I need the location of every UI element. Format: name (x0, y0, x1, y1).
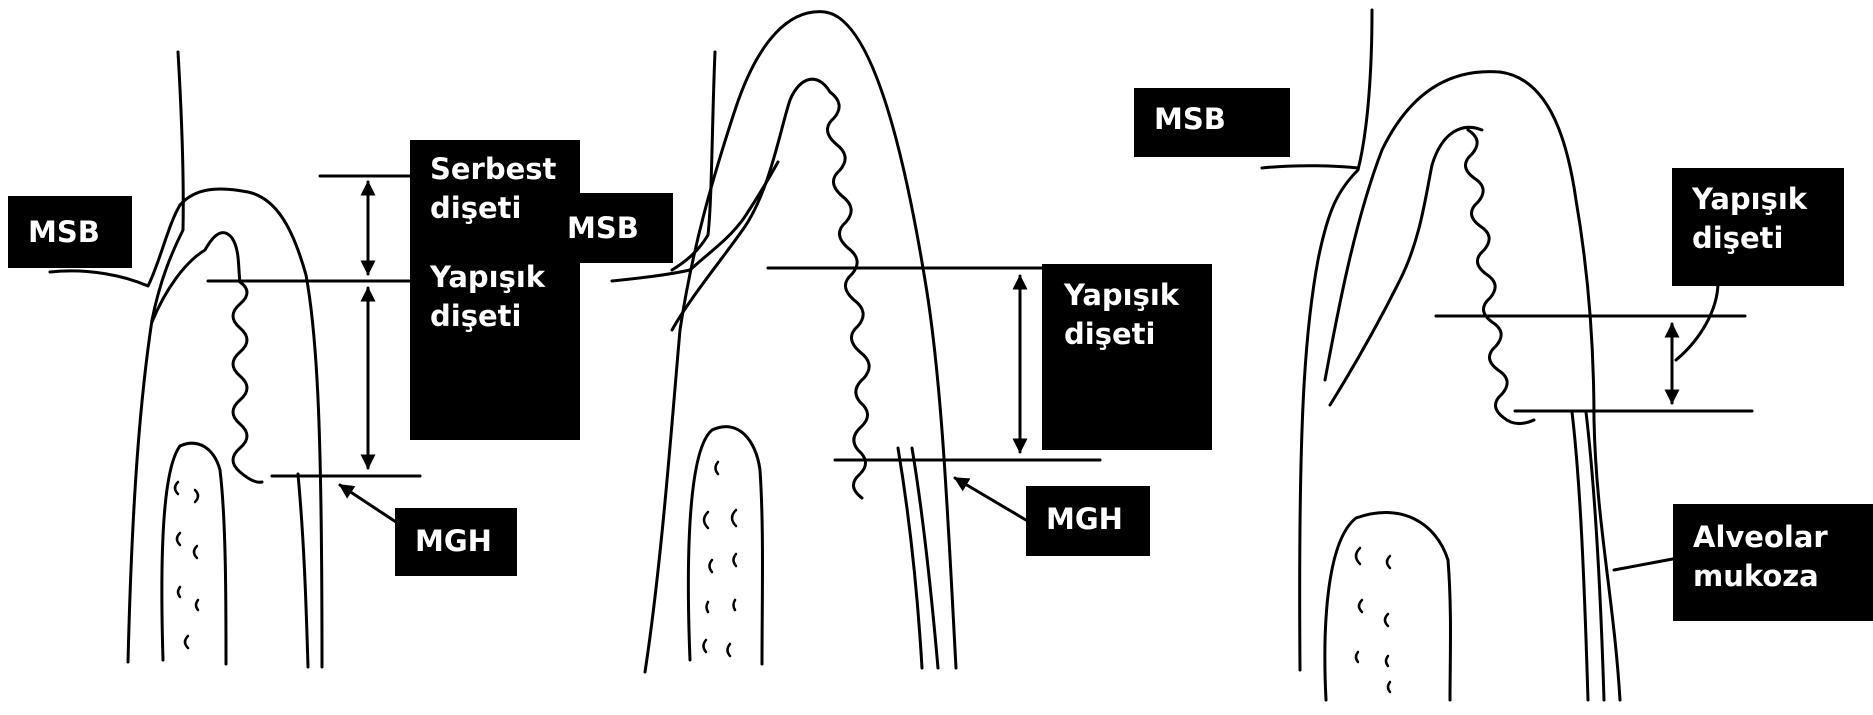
panel-3-attached-gingiva-label: Yapışık dişeti (1672, 168, 1844, 286)
panel-1-msb-label: MSB (8, 196, 132, 268)
panel-2-drawing (612, 12, 1100, 672)
panel-3-msb-text: MSB (1154, 100, 1290, 139)
panel-2-outer-outline (645, 12, 956, 672)
panel-2-mgh-text: MGH (1046, 500, 1150, 539)
panel-2-stipple (704, 462, 737, 656)
panel-1-stipple (175, 482, 198, 648)
panel-3-msb-label: MSB (1134, 88, 1290, 157)
panel-1-root-outline (128, 52, 183, 662)
panel-1-bone-line (298, 474, 308, 667)
panel-1-gingiva-outline (180, 189, 322, 667)
panel-1-free-gingiva-line-1: Serbest (430, 150, 580, 189)
panel-3-alveolar-mucosa-line-1: Alveolar (1693, 518, 1873, 557)
panel-2-mgh-label: MGH (1026, 486, 1150, 556)
panel-1-arrow-mgh (340, 485, 396, 522)
panel-3-stipple (1356, 548, 1390, 692)
panel-1-wavy-line (233, 282, 262, 482)
panel-3-attached-gingiva-line-2: dişeti (1692, 219, 1844, 258)
panel-1-attached-gingiva-line-2: dişeti (430, 297, 580, 336)
panel-3-wavy-line (1465, 130, 1534, 424)
panel-3-outer-outline (1325, 72, 1620, 700)
panel-3-label-leader (1676, 282, 1718, 360)
panel-3-bone-oval (1325, 512, 1451, 700)
panel-3-root-outline (1300, 10, 1372, 670)
panel-1-msb-text: MSB (28, 213, 132, 252)
panel-2-attached-gingiva-label: Yapışık dişeti (1042, 264, 1212, 450)
panel-1-inner-gingiva (152, 233, 240, 322)
panel-3-bone-line-2 (1572, 412, 1588, 700)
panel-2-msb-text: MSB (567, 209, 673, 248)
panel-2-wavy-line (827, 92, 869, 498)
panel-3-mucosa-leader (1614, 558, 1678, 570)
panel-2-msb-label: MSB (553, 193, 673, 263)
panel-1-mgh-label: MGH (395, 508, 517, 576)
panel-1-drawing (50, 52, 420, 667)
panel-3-attached-gingiva-line-1: Yapışık (1692, 180, 1844, 219)
panel-1-gingiva-labels: Serbest dişeti Yapışık dişeti (410, 140, 580, 440)
panel-3-msb-line (1262, 166, 1358, 168)
panel-1-attached-gingiva-line-1: Yapışık (430, 258, 580, 297)
panel-3-inner-outline (1330, 127, 1482, 405)
panel-2-labial-line-1 (672, 52, 715, 270)
panel-2-bone-oval (688, 427, 762, 664)
panel-1-mgh-text: MGH (415, 522, 517, 561)
panel-2-arrow-mgh (955, 478, 1026, 520)
panel-2-bone-line (912, 448, 938, 668)
panel-3-alveolar-mucosa-line-2: mukoza (1693, 557, 1873, 596)
panel-3-alveolar-mucosa-label: Alveolar mukoza (1673, 504, 1873, 621)
panel-2-attached-gingiva-line-1: Yapışık (1064, 276, 1212, 315)
panel-2-attached-gingiva-line-2: dişeti (1064, 315, 1212, 354)
